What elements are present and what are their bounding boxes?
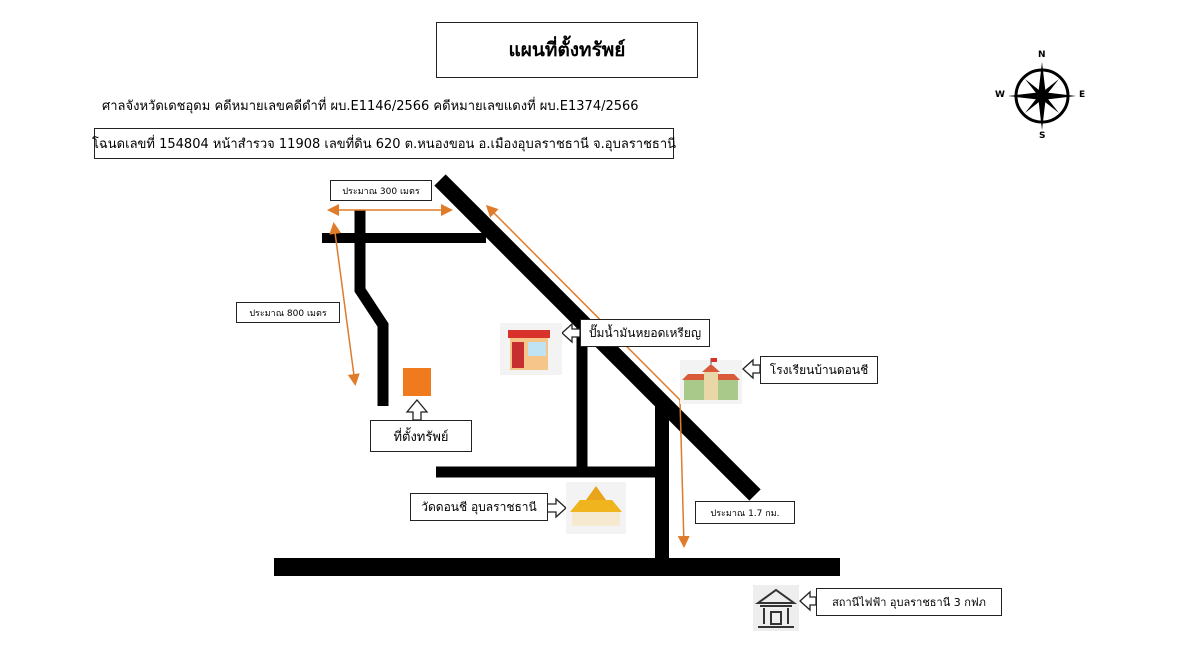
label-school: โรงเรียนบ้านดอนชี	[760, 356, 878, 384]
compass-w: W	[995, 90, 1005, 100]
label-power-station: สถานีไฟฟ้า อุบลราชธานี 3 กฟภ	[816, 588, 1002, 616]
power-station-icon	[753, 585, 799, 631]
callout-arrow-temple	[545, 497, 567, 519]
deed-info: โฉนดเลขที่ 154804 หน้าสำรวจ 11908 เลขที่…	[92, 128, 676, 159]
callout-arrow-property	[405, 398, 429, 421]
compass-e: E	[1079, 90, 1086, 100]
temple-icon	[566, 482, 626, 534]
road-left-soi	[354, 210, 389, 406]
map-title: แผนที่ตั้งทรัพย์	[436, 22, 698, 78]
school-icon	[680, 358, 742, 404]
distance-arrow-800m	[329, 222, 360, 386]
distance-label-300m: ประมาณ 300 เมตร	[330, 180, 432, 201]
label-gas-station: ปั๊มน้ำมันหยอดเหรียญ	[580, 319, 710, 347]
callout-arrow-power	[799, 590, 817, 612]
gas-station-icon	[500, 323, 562, 375]
distance-label-1-7km: ประมาณ 1.7 กม.	[695, 501, 795, 524]
label-property: ที่ตั้งทรัพย์	[370, 420, 472, 452]
compass-n: N	[1038, 50, 1046, 60]
distance-label-800m: ประมาณ 800 เมตร	[236, 302, 340, 323]
callout-arrow-school	[742, 358, 761, 380]
compass-s: S	[1039, 131, 1046, 141]
label-temple: วัดดอนชี อุบลราชธานี	[410, 493, 548, 521]
case-info: ศาลจังหวัดเดชอุดม คดีหมายเลขคดีดำที่ ผบ.…	[102, 99, 639, 114]
property-marker	[403, 368, 431, 396]
